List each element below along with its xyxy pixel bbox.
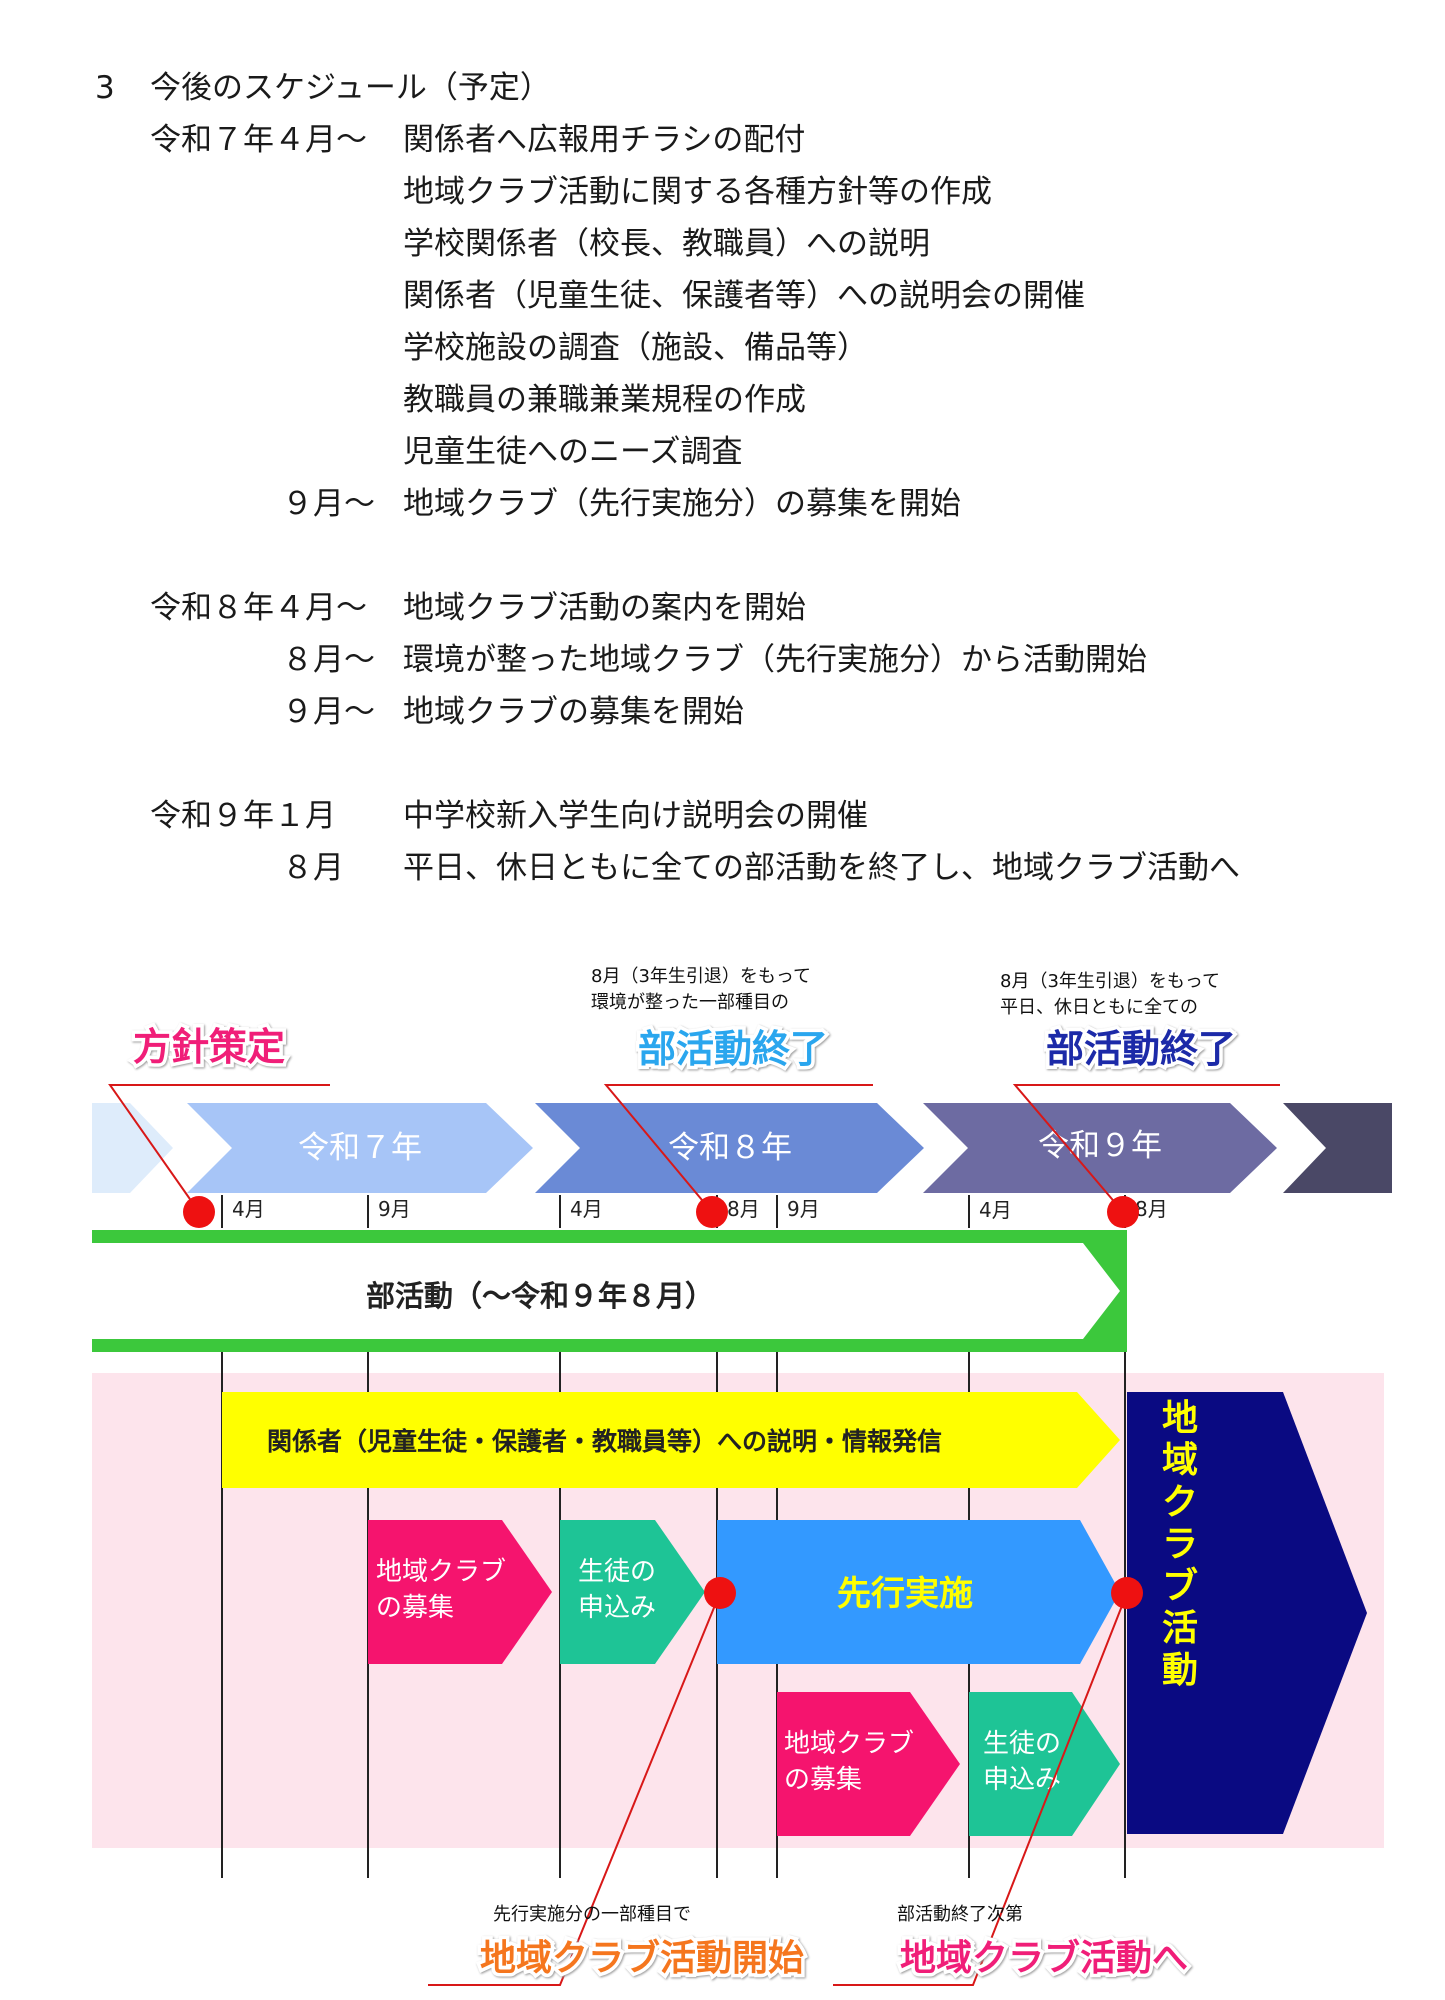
pilot-bar: [717, 1520, 1120, 1664]
schedule-item: 教職員の兼職兼業規程の作成: [403, 382, 806, 418]
note-1-line2: 環境が整った一部種目の: [591, 992, 789, 1013]
month-label: 4月: [570, 1197, 603, 1221]
date-r9-aug: ８月: [282, 850, 344, 886]
info-bar-label: 関係者（児童生徒・保護者・教職員等）への説明・情報発信: [267, 1427, 942, 1456]
recruit-box-1-line2: の募集: [376, 1593, 454, 1623]
recruit-box-1: [368, 1520, 552, 1664]
month-label: 4月: [232, 1197, 265, 1221]
section-number: 3: [95, 70, 115, 106]
month-label: 8月: [1135, 1197, 1168, 1221]
year-label-r8: 令和８年: [668, 1130, 792, 1166]
note-2-line2: 平日、休日ともに全ての: [1000, 997, 1198, 1018]
schedule-item: 児童生徒へのニーズ調査: [403, 434, 743, 470]
schedule-item: 学校関係者（校長、教職員）への説明: [403, 226, 930, 262]
year-arrow-r8: [535, 1103, 924, 1193]
recruit-box-2-line1: 地域クラブ: [784, 1729, 914, 1759]
club-bar-label: 部活動（～令和９年８月）: [366, 1279, 714, 1313]
policy-label: 方針策定: [133, 1025, 285, 1069]
bottom-label-1: 地域クラブ活動開始: [480, 1937, 804, 1979]
schedule-item: 関係者へ広報用チラシの配付: [403, 122, 806, 158]
section-heading: 今後のスケジュール（予定）: [150, 70, 551, 106]
schedule-item: 中学校新入学生向け説明会の開催: [403, 798, 868, 834]
year-label-r7: 令和７年: [298, 1130, 422, 1166]
apply-box-2-line2: 申込み: [983, 1765, 1061, 1795]
year-arrow-r7: [187, 1103, 533, 1193]
schedule-item: 平日、休日ともに全ての部活動を終了し、地域クラブ活動へ: [403, 850, 1240, 886]
recruit-box-1-line1: 地域クラブ: [376, 1557, 506, 1587]
callout-lines: [108, 1084, 1280, 1986]
apply-box-1: [560, 1520, 705, 1664]
month-label: 9月: [787, 1197, 820, 1221]
schedule-item: 地域クラブの募集を開始: [403, 694, 744, 730]
month-label: 4月: [979, 1198, 1012, 1222]
schedule-item: 地域クラブ活動に関する各種方針等の作成: [403, 174, 992, 210]
club-bar-arrow: [92, 1243, 1120, 1339]
date-r7-sep: ９月～: [282, 486, 375, 522]
recruit-box-2: [777, 1692, 960, 1836]
bottom-note-2: 部活動終了次第: [897, 1904, 1023, 1925]
end-label-2: 部活動終了: [1046, 1027, 1236, 1071]
apply-box-2-line1: 生徒の: [983, 1729, 1061, 1759]
schedule-item: 地域クラブ活動の案内を開始: [403, 590, 806, 626]
year-arrow-tail: [1283, 1103, 1392, 1193]
apply-box-1-line2: 申込み: [578, 1593, 656, 1623]
bottom-note-1: 先行実施分の一部種目で: [493, 1904, 691, 1925]
timeline-diagram: 令和７年 令和８年 令和９年 4月 9月 4月 8月 9月 4月 8月 部活動（…: [92, 966, 1392, 1986]
date-r9-jan: 令和９年１月: [150, 798, 336, 834]
note-2-line1: 8月（3年生引退）をもって: [1000, 971, 1220, 992]
date-r8-apr: 令和８年４月～: [150, 590, 367, 626]
schedule-item: 学校施設の調査（施設、備品等）: [403, 330, 868, 366]
recruit-box-2-line2: の募集: [784, 1765, 862, 1795]
club-activity-arrow: [1127, 1392, 1367, 1834]
pilot-bar-label: 先行実施: [837, 1574, 973, 1614]
schedule-item: 地域クラブ（先行実施分）の募集を開始: [403, 486, 961, 522]
year-arrow-r9: [923, 1103, 1277, 1193]
end-label-1: 部活動終了: [638, 1027, 828, 1071]
date-r8-sep: ９月～: [282, 694, 375, 730]
month-label: 8月: [727, 1197, 760, 1221]
club-activity-label: 地域クラブ活動: [1162, 1398, 1198, 1691]
milestone-dots: [183, 1196, 1143, 1609]
date-r8-aug: ８月～: [282, 642, 375, 678]
apply-box-2: [969, 1692, 1120, 1836]
schedule-item: 関係者（児童生徒、保護者等）への説明会の開催: [403, 278, 1085, 314]
month-label: 9月: [378, 1197, 411, 1221]
year-label-r9: 令和９年: [1038, 1128, 1162, 1164]
info-bar: [222, 1392, 1120, 1488]
bottom-label-2: 地域クラブ活動へ: [900, 1937, 1188, 1979]
schedule-item: 環境が整った地域クラブ（先行実施分）から活動開始: [403, 642, 1147, 678]
year-arrow-lead: [92, 1103, 173, 1193]
note-1-line1: 8月（3年生引退）をもって: [591, 966, 811, 987]
date-r7-apr: 令和７年４月～: [150, 122, 367, 158]
apply-box-1-line1: 生徒の: [578, 1557, 656, 1587]
